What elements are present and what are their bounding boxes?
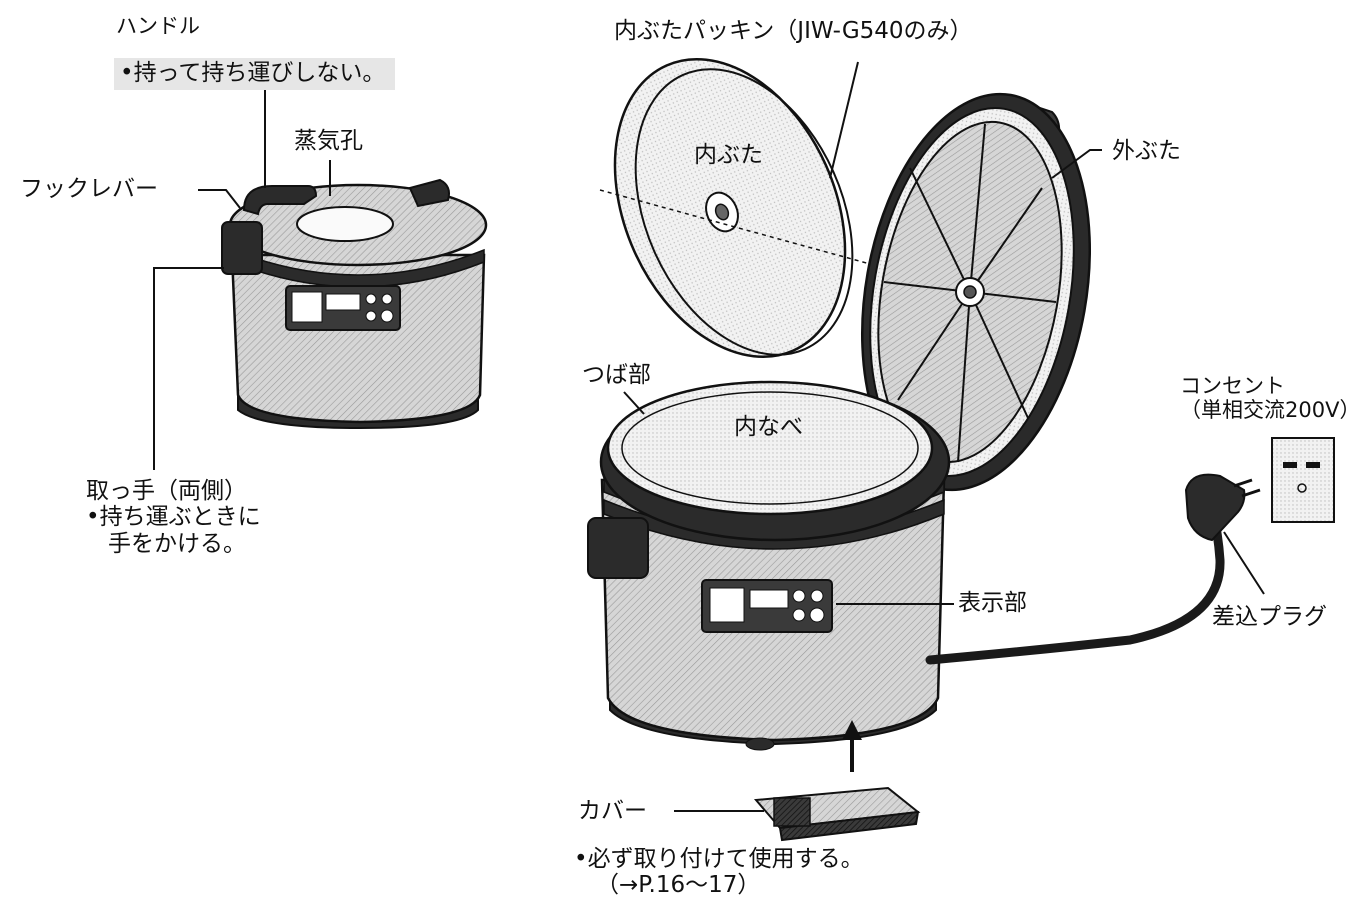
grip-note-1: •持ち運ぶときに <box>86 504 261 531</box>
handle-label: ハンドル <box>116 14 200 38</box>
leaders-large <box>623 61 1265 812</box>
large-cooker <box>587 92 1092 751</box>
inner-lid-packing-label: 内ぶたパッキン（JIW-G540のみ） <box>614 18 973 44</box>
small-cooker <box>221 178 488 430</box>
grip-label-text: 取っ手（両側） <box>86 478 247 504</box>
outlet-label: コンセント （単相交流200V） <box>1180 374 1347 422</box>
steam-vent-label: 蒸気孔 <box>294 128 363 154</box>
plug-label: 差込プラグ <box>1212 604 1327 630</box>
inner-pot-label: 内なべ <box>734 414 803 440</box>
hook-lever-label: フックレバー <box>20 176 158 202</box>
display-label: 表示部 <box>958 590 1027 616</box>
power-cord <box>925 473 1261 665</box>
cover-note-2: （→P.16～17） <box>596 872 761 899</box>
cover-arrow <box>842 720 862 772</box>
cover-note: •必ず取り付けて使用する。 （→P.16～17） <box>574 846 864 899</box>
inner-lid <box>613 57 854 359</box>
inner-lid-label: 内ぶた <box>694 142 763 168</box>
outer-lid-label: 外ぶた <box>1112 138 1181 164</box>
grip-note-2: 手をかける。 <box>108 530 246 557</box>
cover-label: カバー <box>578 798 647 824</box>
leaders-small <box>153 86 331 470</box>
grip-label: 取っ手（両側） •持ち運ぶときに 手をかける。 <box>86 478 261 557</box>
outlet-label-1: コンセント <box>1180 374 1285 398</box>
wall-outlet <box>1271 437 1335 523</box>
flange-label: つば部 <box>582 362 651 388</box>
outlet-label-2: （単相交流200V） <box>1180 398 1347 423</box>
cover-piece <box>753 786 921 842</box>
handle-note: •持って持ち運びしない。 <box>114 58 396 91</box>
cover-note-1: •必ず取り付けて使用する。 <box>574 846 864 872</box>
